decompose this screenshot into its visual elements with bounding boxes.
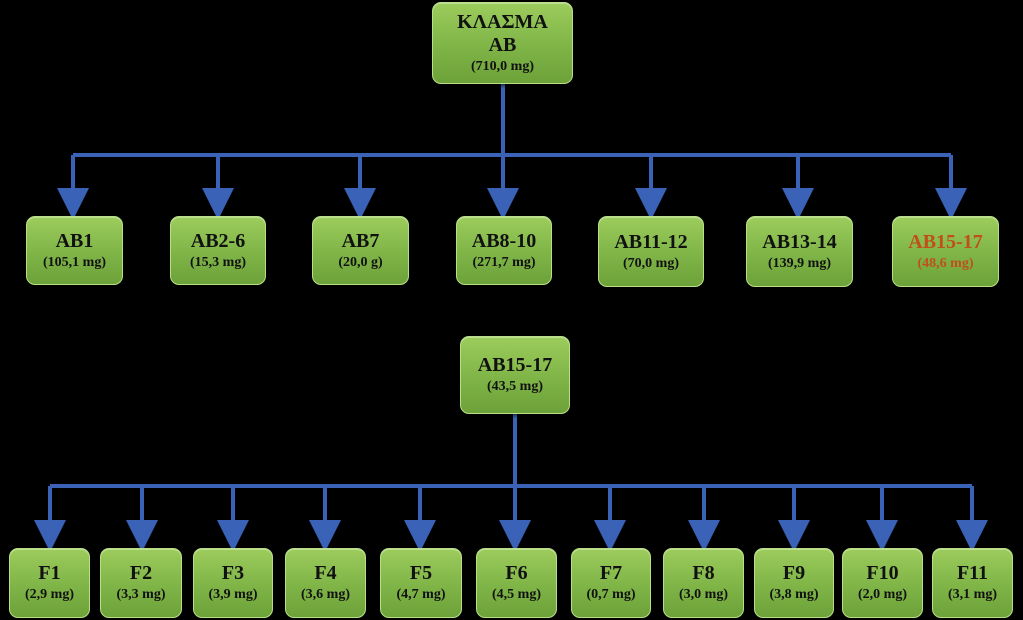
node-value: (4,7 mg) (396, 587, 446, 603)
level1-node-ab15-17: AB15-17 (48,6 mg) (892, 216, 999, 287)
node-label: AB7 (341, 229, 380, 252)
node-label: F4 (314, 562, 337, 585)
node-label: F8 (692, 562, 715, 585)
node-label: F2 (129, 562, 153, 585)
node-label: AB13-14 (762, 230, 837, 253)
node-value: (48,6 mg) (917, 255, 974, 271)
node-label: F11 (956, 562, 989, 585)
node-value: (3,0 mg) (679, 587, 728, 603)
level2-node-f10: F10 (2,0 mg) (842, 548, 923, 618)
node-value: (70,0 mg) (623, 255, 679, 271)
node-value: (4,5 mg) (492, 587, 541, 603)
node-label: F9 (782, 562, 806, 585)
node-value: (3,1 mg) (948, 587, 997, 603)
level2-node-f1: F1 (2,9 mg) (9, 548, 90, 618)
level2-node-f2: F2 (3,3 mg) (100, 548, 182, 618)
level1-node-ab7: AB7 (20,0 g) (312, 216, 409, 285)
node-value: (3,8 mg) (769, 587, 819, 603)
root-value: (710,0 mg) (471, 58, 534, 74)
node-label: F5 (409, 562, 433, 585)
node-label: F1 (38, 562, 61, 585)
level2-node-f5: F5 (4,7 mg) (380, 548, 462, 618)
node-value: (3,3 mg) (116, 587, 166, 603)
node-value: (139,9 mg) (768, 255, 831, 271)
subroot-value: (43,5 mg) (487, 379, 543, 395)
level2-node-f7: F7 (0,7 mg) (571, 548, 651, 618)
level2-node-f4: F4 (3,6 mg) (285, 548, 366, 618)
root-node: ΚΛΑΣΜΑ AB (710,0 mg) (432, 2, 573, 84)
level1-node-ab1: AB1 (105,1 mg) (26, 216, 123, 285)
subroot-label: AB15-17 (477, 354, 553, 377)
root-label-line1: ΚΛΑΣΜΑ (457, 10, 548, 33)
level2-node-f6: F6 (4,5 mg) (476, 548, 557, 618)
node-label: AB2-6 (190, 229, 246, 252)
node-label: AB1 (55, 229, 94, 252)
node-label: F7 (599, 562, 623, 585)
level1-node-ab2-6: AB2-6 (15,3 mg) (170, 216, 266, 285)
level1-node-ab13-14: AB13-14 (139,9 mg) (746, 216, 853, 287)
node-value: (271,7 mg) (472, 254, 536, 270)
node-value: (15,3 mg) (190, 254, 246, 270)
node-label: F6 (505, 562, 528, 585)
level1-node-ab11-12: AB11-12 (70,0 mg) (598, 216, 704, 287)
node-value: (2,0 mg) (858, 587, 907, 603)
node-value: (0,7 mg) (586, 587, 636, 603)
level2-node-f8: F8 (3,0 mg) (663, 548, 744, 618)
node-label: AB11-12 (614, 230, 688, 253)
level2-node-f3: F3 (3,9 mg) (193, 548, 273, 618)
level1-node-ab8-10: AB8-10 (271,7 mg) (456, 216, 552, 285)
node-value: (3,6 mg) (301, 587, 350, 603)
level2-node-f11: F11 (3,1 mg) (932, 548, 1013, 618)
node-label: F3 (221, 562, 245, 585)
root-label-line2: AB (488, 33, 517, 56)
node-label: F10 (866, 562, 899, 585)
node-value: (2,9 mg) (25, 587, 74, 603)
node-label: AB8-10 (471, 229, 537, 252)
node-value: (105,1 mg) (43, 254, 106, 270)
level2-node-f9: F9 (3,8 mg) (754, 548, 834, 618)
node-label: AB15-17 (908, 230, 983, 253)
subroot-node-ab15-17: AB15-17 (43,5 mg) (460, 336, 570, 414)
node-value: (3,9 mg) (208, 587, 258, 603)
node-value: (20,0 g) (338, 254, 383, 270)
